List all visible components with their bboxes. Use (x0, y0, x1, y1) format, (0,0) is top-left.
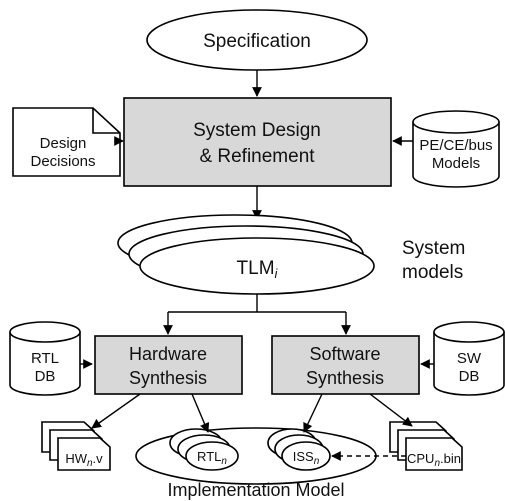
hw-synth-label-1: Hardware (129, 344, 207, 364)
design-decisions-label-1: Design (40, 135, 87, 152)
arrow-hw-to-rtl (191, 393, 210, 433)
tlm-stack: TLMi (117, 214, 375, 295)
cpu-file-label: CPUn.bin (407, 451, 461, 469)
arrow-sw-to-cpufile (369, 393, 413, 427)
specification-node: Specification (146, 9, 368, 71)
system-design-box: System Design & Refinement (123, 97, 392, 187)
sw-synth-label-2: Synthesis (306, 368, 384, 388)
software-synthesis-box: Software Synthesis (271, 335, 420, 395)
hardware-synthesis-box: Hardware Synthesis (94, 335, 243, 395)
specification-label: Specification (203, 31, 311, 52)
system-models-label-1: System (402, 238, 465, 259)
tlm-split-connector (163, 294, 351, 335)
rtl-db-label-1: RTL (31, 350, 59, 367)
arrow-sw-to-iss (303, 393, 323, 433)
iss-stack: ISSn (267, 428, 331, 471)
rtl-label: RTLn (197, 449, 227, 467)
design-decisions-label-2: Decisions (30, 153, 95, 170)
hw-synth-label-2: Synthesis (129, 368, 207, 388)
system-design-label-1: System Design (193, 120, 321, 141)
models-database: PE/CE/bus Models (412, 110, 500, 188)
sw-database: SW DB (433, 321, 505, 396)
hw-file-stack: HWn.v (41, 421, 111, 471)
hw-file-label: HWn.v (65, 451, 103, 469)
cpu-file-stack: C CPUn.bin (389, 421, 463, 471)
design-decisions-document: Design Decisions (12, 107, 121, 177)
sw-synth-label-1: Software (309, 344, 380, 364)
implementation-model-label: Implementation Model (167, 480, 344, 500)
iss-label: ISSn (293, 449, 320, 467)
models-db-label-1: PE/CE/bus (419, 137, 492, 154)
arrow-hw-to-hwfile (91, 393, 141, 429)
system-models-label-2: models (402, 262, 463, 283)
rtl-db-label-2: DB (35, 368, 56, 385)
models-db-label-2: Models (432, 155, 480, 172)
sw-db-label-2: DB (459, 368, 480, 385)
rtl-database: RTL DB (9, 321, 81, 396)
rtl-stack: RTLn (169, 428, 239, 471)
system-design-label-2: & Refinement (199, 146, 315, 167)
sw-db-label-1: SW (457, 350, 482, 367)
tlm-label: TLMi (237, 258, 279, 281)
